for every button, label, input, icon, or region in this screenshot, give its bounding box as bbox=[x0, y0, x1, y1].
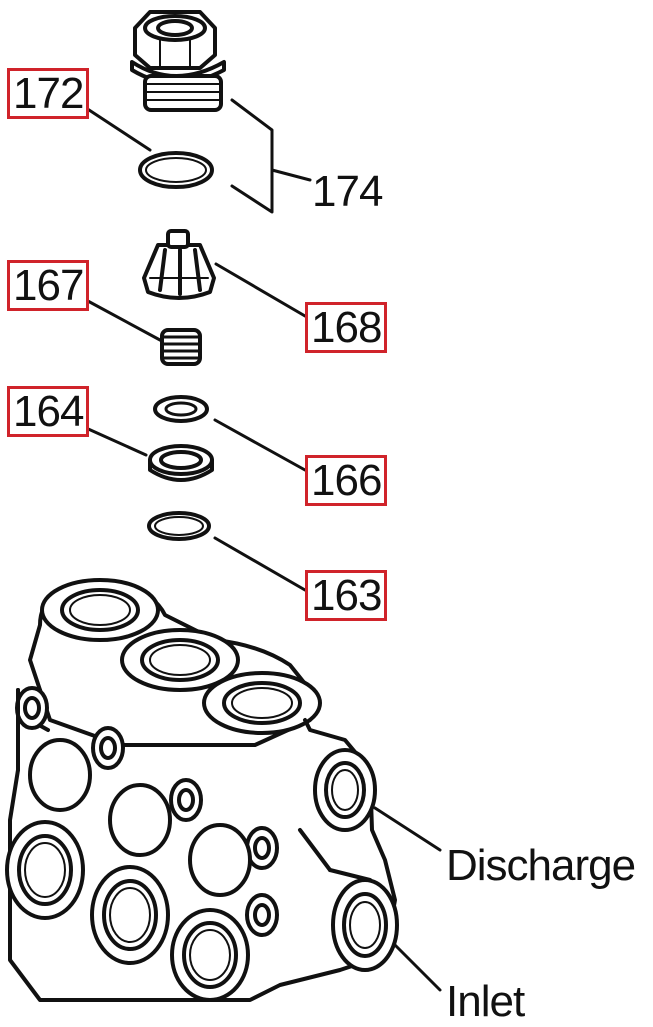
leader-166 bbox=[213, 418, 307, 472]
leader-163 bbox=[213, 536, 307, 592]
o-ring-172 bbox=[138, 151, 214, 189]
washer-166 bbox=[153, 395, 209, 423]
part-label-168: 168 bbox=[305, 302, 388, 353]
leader-164 bbox=[84, 426, 148, 457]
bracket-174 bbox=[230, 98, 274, 214]
part-label-172: 172 bbox=[7, 68, 90, 119]
part-label-164: 164 bbox=[7, 386, 90, 437]
leader-168 bbox=[214, 262, 307, 318]
leader-172 bbox=[84, 106, 152, 152]
leader-inlet bbox=[393, 943, 442, 992]
valve-cage-part bbox=[142, 229, 216, 300]
spring-part bbox=[160, 328, 202, 366]
o-ring-163 bbox=[147, 511, 211, 541]
valve-seat-164 bbox=[148, 444, 214, 482]
part-label-174: 174 bbox=[312, 167, 383, 216]
part-label-167: 167 bbox=[7, 260, 90, 311]
discharge-label: Discharge bbox=[446, 841, 636, 890]
leader-167 bbox=[84, 298, 162, 342]
inlet-label: Inlet bbox=[446, 977, 525, 1026]
part-label-163: 163 bbox=[305, 570, 388, 621]
plug-part bbox=[130, 10, 226, 112]
leader-discharge bbox=[373, 806, 442, 852]
part-label-166: 166 bbox=[305, 455, 388, 506]
manifold-body bbox=[5, 578, 399, 1002]
